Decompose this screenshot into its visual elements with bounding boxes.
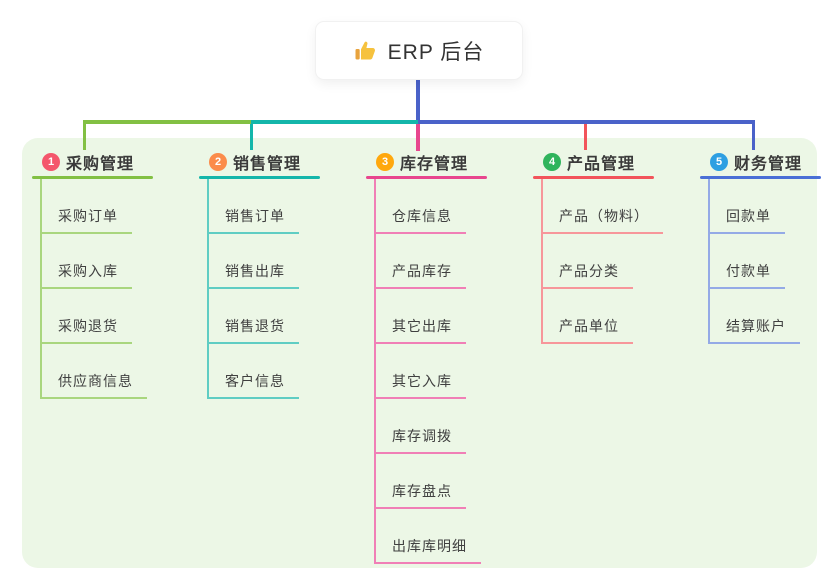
node-item[interactable]: 库存调拨 — [374, 428, 466, 454]
node-item[interactable]: 仓库信息 — [374, 208, 466, 234]
node-item-label: 产品单位 — [559, 318, 619, 334]
node-item-label: 付款单 — [726, 263, 771, 279]
node-item-label: 采购入库 — [58, 263, 118, 279]
node-item-label: 销售出库 — [225, 263, 285, 279]
node-item-label: 产品分类 — [559, 263, 619, 279]
branch-number-badge: 1 — [42, 153, 60, 171]
node-item[interactable]: 出库库明细 — [374, 538, 481, 564]
node-item[interactable]: 其它出库 — [374, 318, 466, 344]
node-item-label: 销售退货 — [225, 318, 285, 334]
node-item[interactable]: 采购订单 — [40, 208, 132, 234]
branch-node[interactable]: 3 库存管理 — [366, 150, 468, 174]
branch-number-badge: 4 — [543, 153, 561, 171]
node-item[interactable]: 销售退货 — [207, 318, 299, 344]
connector-root-vertical — [416, 79, 420, 121]
connector-drop-inventory — [416, 124, 420, 151]
node-item-label: 结算账户 — [726, 318, 786, 334]
connector-drop-product — [584, 124, 587, 150]
node-item-label: 产品（物料） — [559, 208, 649, 224]
branch-title-label: 销售管理 — [233, 156, 302, 173]
branch-underline — [700, 176, 821, 179]
node-item-label: 库存盘点 — [392, 483, 452, 499]
node-item[interactable]: 产品库存 — [374, 263, 466, 289]
node-item[interactable]: 销售订单 — [207, 208, 299, 234]
node-item[interactable]: 采购退货 — [40, 318, 132, 344]
connector-drop-sales — [250, 124, 253, 150]
node-item[interactable]: 销售出库 — [207, 263, 299, 289]
branch-number-badge: 3 — [376, 153, 394, 171]
branch-underline — [533, 176, 654, 179]
branches-panel — [22, 138, 817, 568]
node-item-label: 供应商信息 — [58, 373, 133, 389]
branch-title-label: 采购管理 — [66, 156, 135, 173]
node-item[interactable]: 产品分类 — [541, 263, 633, 289]
root-node[interactable]: ERP 后台 — [316, 22, 522, 79]
node-item[interactable]: 供应商信息 — [40, 373, 147, 399]
node-item[interactable]: 其它入库 — [374, 373, 466, 399]
branch-underline — [32, 176, 153, 179]
thumbs-up-icon — [354, 39, 378, 63]
branch-title-label: 财务管理 — [734, 156, 803, 173]
branch-trunk-line — [708, 179, 710, 342]
node-item[interactable]: 产品（物料） — [541, 208, 663, 234]
branch-title-label: 库存管理 — [400, 156, 469, 173]
node-item[interactable]: 付款单 — [708, 263, 785, 289]
connector-bar-green — [83, 120, 253, 124]
node-item[interactable]: 产品单位 — [541, 318, 633, 344]
node-item[interactable]: 回款单 — [708, 208, 785, 234]
connector-bar-blue — [418, 120, 755, 124]
node-item-label: 产品库存 — [392, 263, 452, 279]
branch-number-badge: 2 — [209, 153, 227, 171]
node-item-label: 其它出库 — [392, 318, 452, 334]
branch-number-badge: 5 — [710, 153, 728, 171]
node-item-label: 销售订单 — [225, 208, 285, 224]
node-item-label: 出库库明细 — [392, 538, 467, 554]
branch-underline — [366, 176, 487, 179]
connector-drop-finance — [752, 124, 755, 150]
connector-drop-purchase — [83, 124, 86, 150]
node-item-label: 库存调拨 — [392, 428, 452, 444]
node-item[interactable]: 结算账户 — [708, 318, 800, 344]
node-item-label: 仓库信息 — [392, 208, 452, 224]
root-title: ERP 后台 — [387, 40, 485, 64]
connector-bar-teal — [251, 120, 418, 124]
node-item-label: 采购订单 — [58, 208, 118, 224]
branch-underline — [199, 176, 320, 179]
branch-node[interactable]: 4 产品管理 — [533, 150, 635, 174]
node-item-label: 其它入库 — [392, 373, 452, 389]
branch-node[interactable]: 2 销售管理 — [199, 150, 301, 174]
node-item-label: 回款单 — [726, 208, 771, 224]
branch-node[interactable]: 1 采购管理 — [32, 150, 134, 174]
branch-node[interactable]: 5 财务管理 — [700, 150, 802, 174]
node-item[interactable]: 采购入库 — [40, 263, 132, 289]
branch-title-label: 产品管理 — [567, 156, 636, 173]
branch-trunk-line — [541, 179, 543, 342]
node-item-label: 客户信息 — [225, 373, 285, 389]
node-item-label: 采购退货 — [58, 318, 118, 334]
node-item[interactable]: 库存盘点 — [374, 483, 466, 509]
node-item[interactable]: 客户信息 — [207, 373, 299, 399]
branch-trunk-line — [374, 179, 376, 562]
